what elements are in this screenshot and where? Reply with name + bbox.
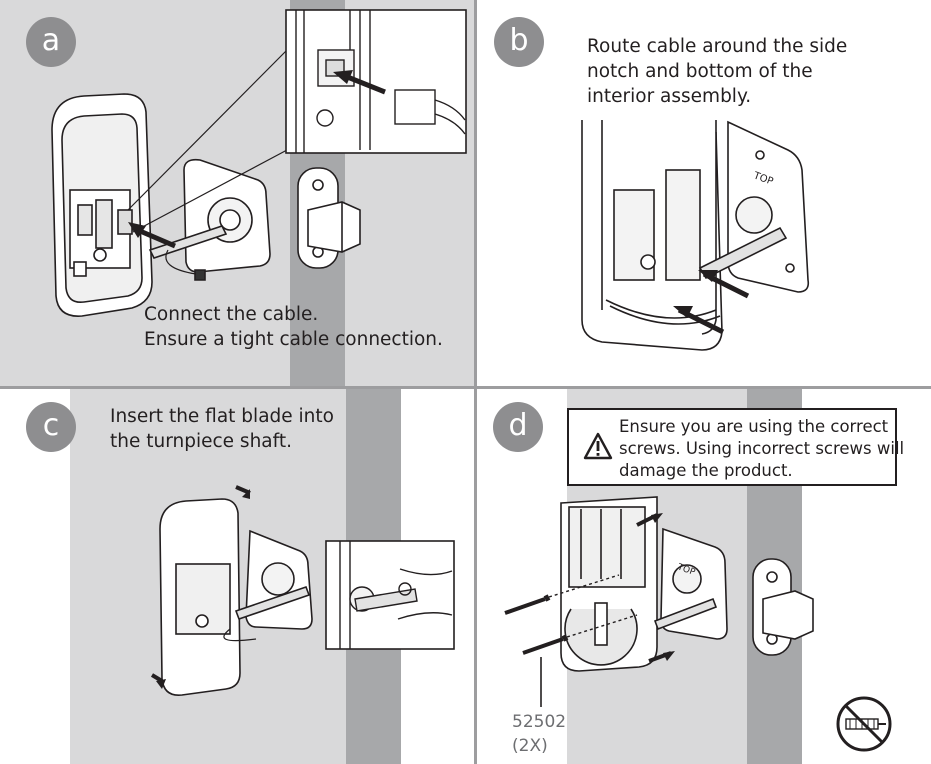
caption-b-line-1: Route cable around the side — [587, 36, 848, 57]
caption-a-line-2: Ensure a tight cable connection. — [144, 329, 443, 350]
screw-part-label: 52502 (2X) — [512, 710, 566, 758]
caption-a-line-1: Connect the cable. — [144, 304, 319, 325]
caption-c-line-2: the turnpiece shaft. — [110, 431, 292, 452]
panel-c-illustration — [70, 389, 455, 764]
caption-b: Route cable around the side notch and bo… — [587, 34, 847, 109]
panel-a: a Connect the cable. Ensure a tight cabl… — [0, 0, 475, 387]
panel-a-illustration — [51, 0, 467, 387]
warning-line-2: screws. Using incorrect screws will — [619, 439, 905, 458]
panel-c: c Insert the flat blade into the turnpie… — [0, 389, 474, 764]
panel-b: TOP b Route cable around the side notch … — [478, 0, 931, 387]
caption-a: Connect the cable. Ensure a tight cable … — [144, 302, 443, 352]
step-badge-c: c — [26, 402, 76, 452]
no-drill-icon — [836, 696, 892, 752]
panel-b-illustration: TOP — [581, 120, 810, 351]
divider-vertical — [474, 0, 477, 764]
caption-c: Insert the flat blade into the turnpiece… — [110, 404, 334, 454]
step-badge-a: a — [26, 17, 76, 67]
warning-box: Ensure you are using the correct screws.… — [567, 408, 904, 486]
warning-line-1: Ensure you are using the correct — [619, 417, 889, 436]
caption-b-line-3: interior assembly. — [587, 86, 752, 107]
warning-text: Ensure you are using the correct screws.… — [619, 416, 904, 482]
part-quantity: (2X) — [512, 736, 548, 756]
part-number: 52502 — [512, 712, 567, 732]
step-badge-d: d — [493, 402, 543, 452]
caption-c-line-1: Insert the flat blade into — [110, 406, 334, 427]
divider-horizontal — [0, 386, 931, 389]
caption-b-line-2: notch and bottom of the — [587, 61, 813, 82]
warning-line-3: damage the product. — [619, 461, 793, 480]
warning-triangle-icon — [583, 432, 613, 460]
step-badge-b: b — [494, 17, 544, 67]
